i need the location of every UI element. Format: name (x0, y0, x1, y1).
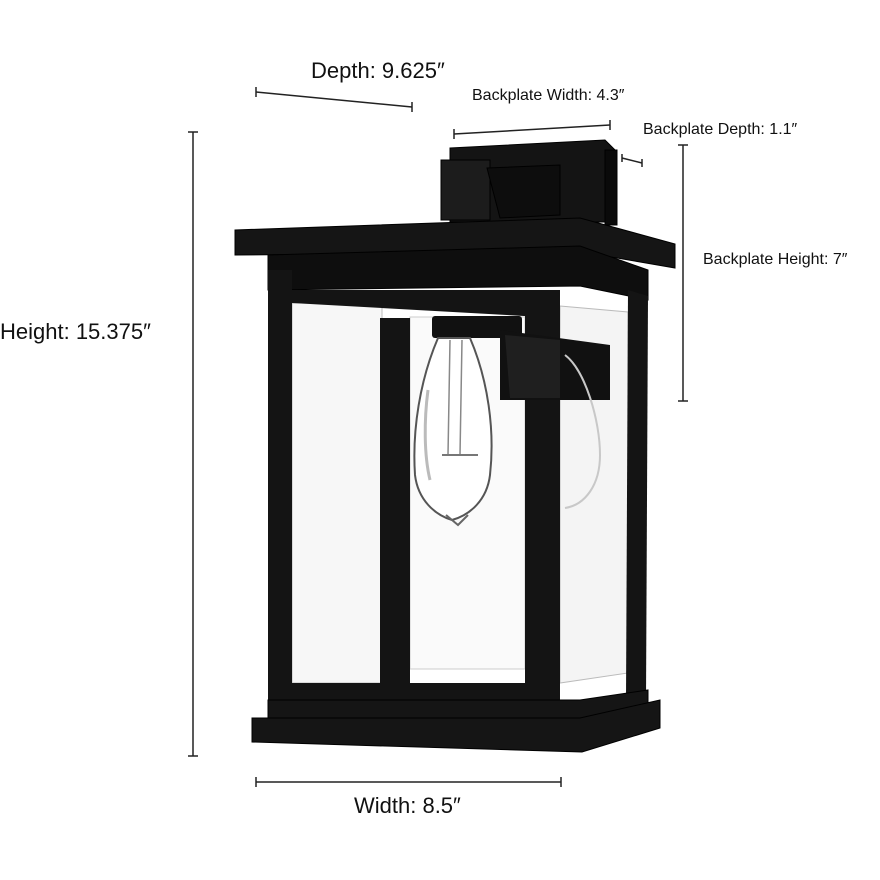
depth-line (255, 91, 413, 108)
backplate (440, 139, 618, 226)
backplate-depth-label: Backplate Depth: 1.1″ (643, 121, 798, 138)
height-label: Height: 15.375″ (0, 319, 151, 344)
backplate-width-line (453, 124, 611, 135)
backplate-width-label: Backplate Width: 4.3″ (472, 87, 625, 104)
lantern-frame (268, 270, 648, 720)
lantern-base (251, 689, 661, 753)
bulb-reflection (564, 354, 602, 509)
backplate-height-label: Backplate Height: 7″ (703, 251, 848, 268)
depth-label: Depth: 9.625″ (311, 58, 445, 83)
backplate-depth-line (621, 157, 643, 164)
dimension-lines (188, 87, 688, 787)
width-label: Width: 8.5″ (354, 793, 461, 818)
bulb-socket (432, 316, 610, 400)
lantern-top (234, 217, 676, 301)
edison-bulb (413, 337, 493, 527)
